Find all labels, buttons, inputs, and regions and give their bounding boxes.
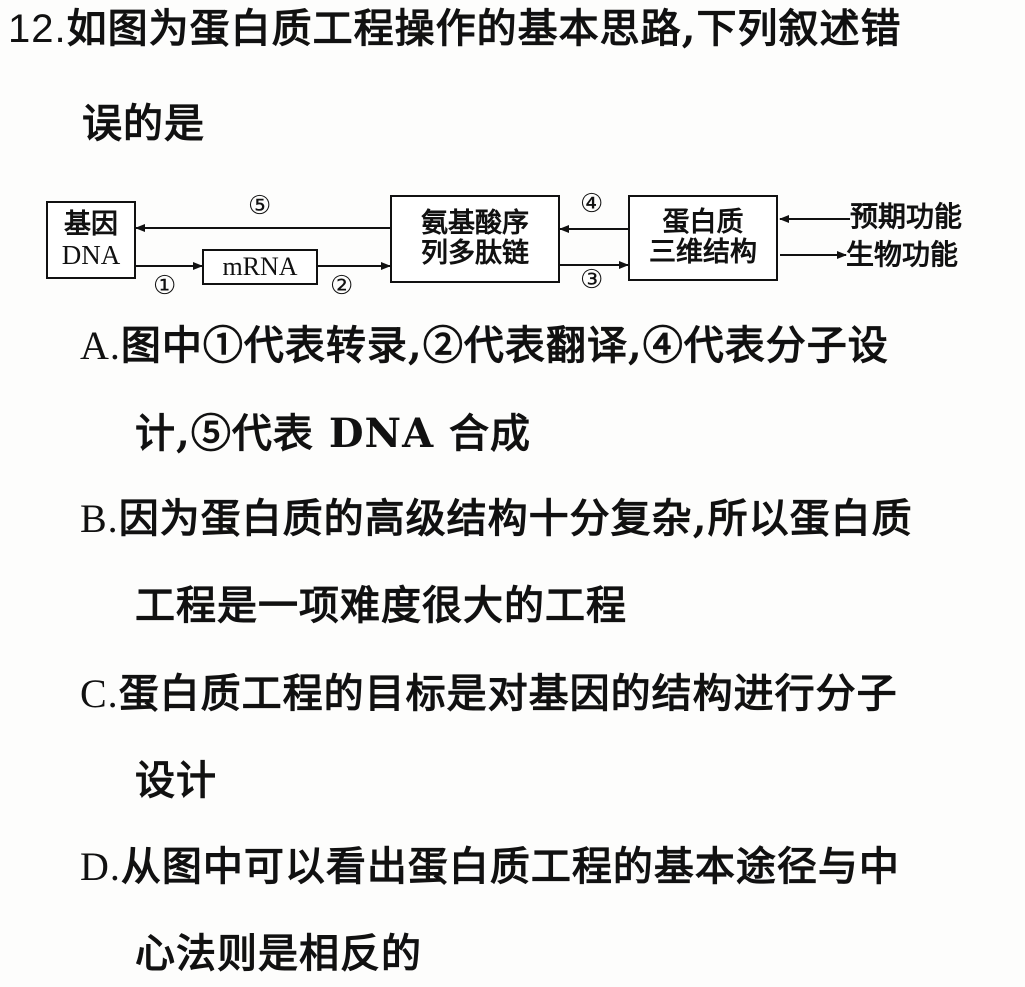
option-c-line2: 设计 xyxy=(135,757,217,804)
option-c-line1: C.蛋白质工程的目标是对基因的结构进行分子 xyxy=(80,670,898,717)
option-d-line1: D.从图中可以看出蛋白质工程的基本途径与中 xyxy=(80,843,900,890)
box-protein: 蛋白质 三维结构 xyxy=(628,195,778,281)
option-a-line2: 计,⑤代表 DNA 合成 xyxy=(135,410,532,457)
box-peptide: 氨基酸序 列多肽链 xyxy=(390,195,560,283)
step-4-label: ④ xyxy=(580,189,604,219)
protein-engineering-diagram: 基因 DNA mRNA 氨基酸序 列多肽链 蛋白质 三维结构 ⑤ ① ② ④ ③… xyxy=(40,185,1000,305)
box-gene-dna: 基因 DNA xyxy=(46,201,136,279)
diagram-arrows xyxy=(135,215,850,270)
question-stem-line2: 误的是 xyxy=(82,100,205,147)
box-mrna: mRNA xyxy=(202,249,318,285)
option-a-label: A. xyxy=(80,323,121,368)
option-d-line2: 心法则是相反的 xyxy=(135,930,422,977)
option-c-label: C. xyxy=(80,671,119,716)
question-number: 12. xyxy=(8,7,67,51)
option-a-line1: A.图中①代表转录,②代表翻译,④代表分子设 xyxy=(80,322,889,369)
step-5-label: ⑤ xyxy=(248,191,272,221)
step-3-label: ③ xyxy=(580,265,604,295)
label-expected-function: 预期功能 xyxy=(850,200,963,233)
option-d-label: D. xyxy=(80,844,121,889)
step-2-label: ② xyxy=(330,271,354,301)
option-b-line1: B.因为蛋白质的高级结构十分复杂,所以蛋白质 xyxy=(80,495,913,542)
option-b-label: B. xyxy=(80,496,119,541)
question-stem-text: 如图为蛋白质工程操作的基本思路,下列叙述错 xyxy=(66,5,902,52)
option-b-line2: 工程是一项难度很大的工程 xyxy=(135,582,627,629)
question-stem-line1: 12.如图为蛋白质工程操作的基本思路,下列叙述错 xyxy=(8,5,902,53)
step-1-label: ① xyxy=(153,271,177,301)
label-biological-function: 生物功能 xyxy=(846,238,959,271)
